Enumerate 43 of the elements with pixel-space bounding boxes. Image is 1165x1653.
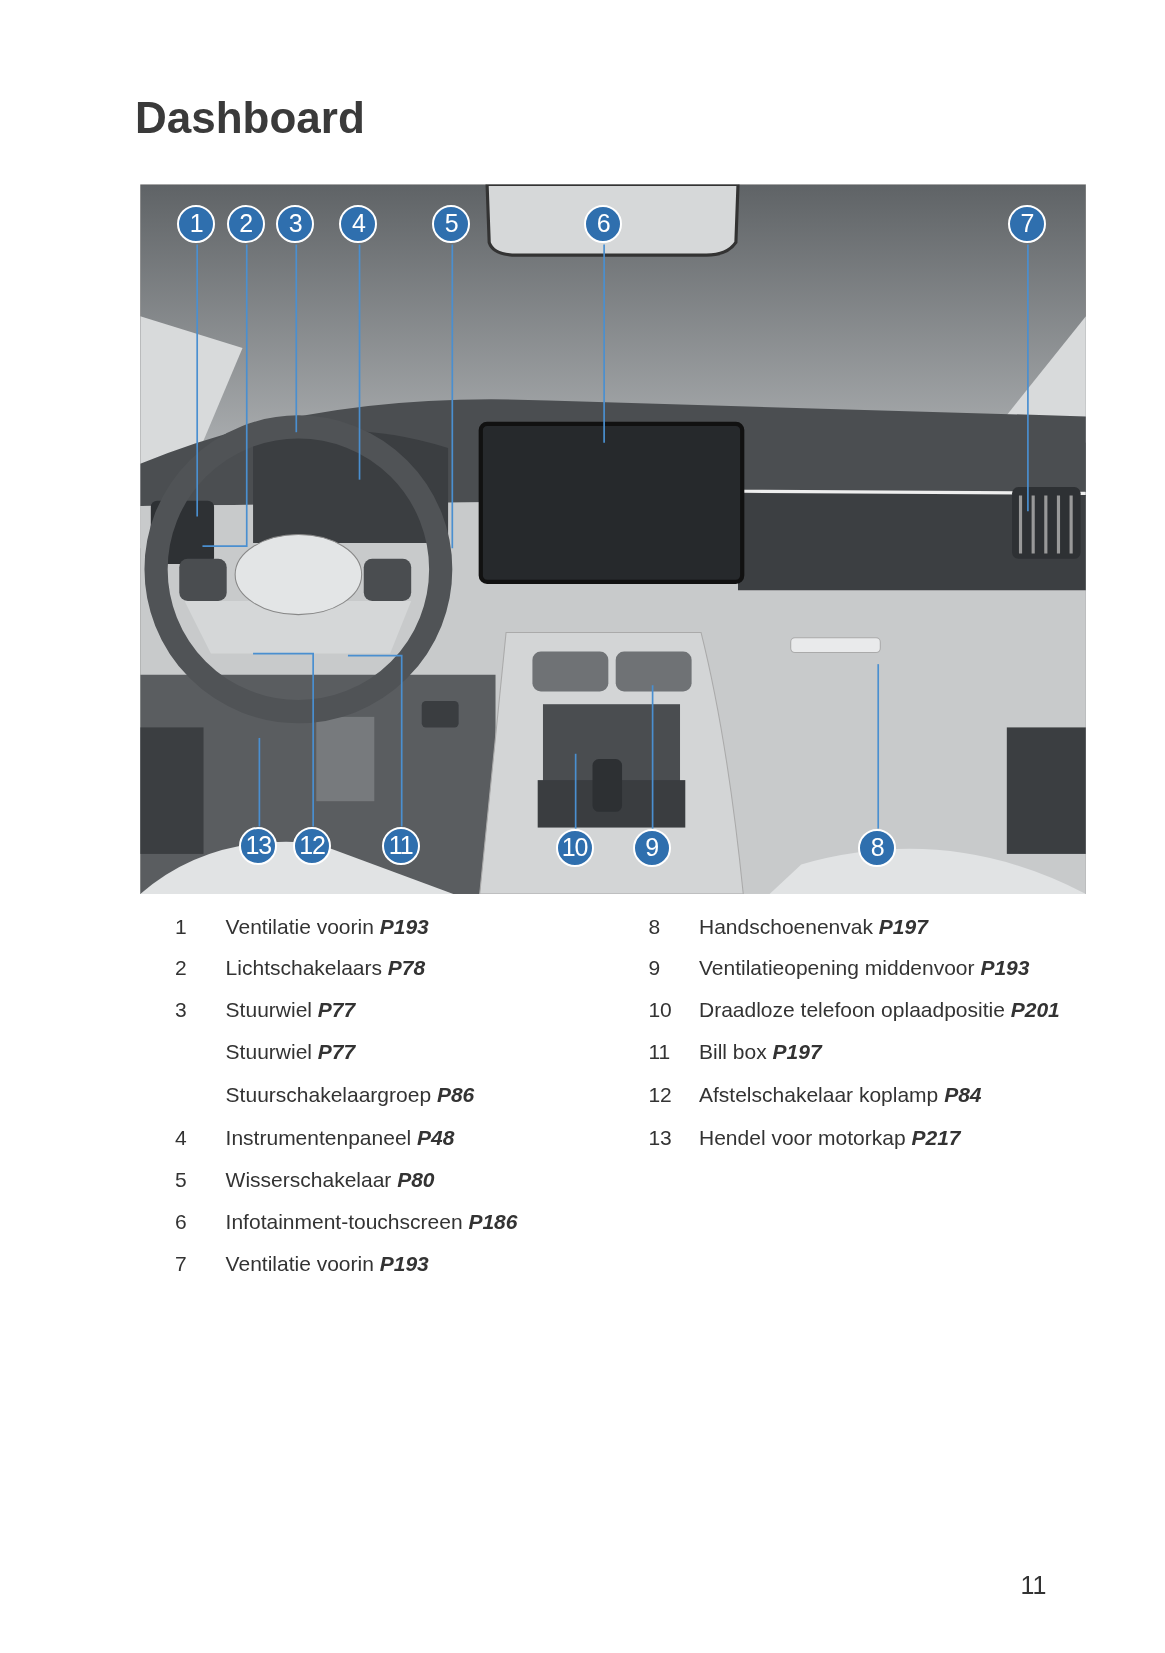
item-number: 8 [648, 915, 661, 937]
item-description: Ventilatie voorin P193 [225, 1253, 429, 1275]
item-description: Stuurschakelaargroep P86 [225, 1084, 475, 1106]
item-number: 13 [648, 1126, 672, 1148]
leader-line [347, 654, 403, 828]
leader-line [1027, 243, 1029, 513]
item-number: 6 [175, 1211, 187, 1232]
item-number: 10 [648, 999, 672, 1021]
leader-line [451, 243, 454, 550]
page-number: 11 [1020, 1572, 1047, 1598]
item-number: 3 [175, 999, 187, 1021]
item-description: Infotainment-touchscreen P186 [225, 1211, 518, 1232]
item-description: Wisserschakelaar P80 [225, 1168, 435, 1190]
item-number: 4 [175, 1126, 187, 1148]
item-number: 9 [648, 956, 661, 978]
item-number: 7 [175, 1253, 187, 1275]
item-description: Hendel voor motorkap P217 [699, 1126, 961, 1148]
leader-line [196, 243, 199, 518]
item-description: Bill box P197 [699, 1041, 822, 1063]
leader-line [877, 663, 880, 830]
item-number: 5 [175, 1168, 187, 1190]
item-description: Handschoenenvak P197 [699, 915, 928, 937]
item-number: 12 [648, 1084, 672, 1106]
leader-line [201, 243, 248, 547]
leader-line [651, 684, 654, 830]
leader-line [252, 652, 314, 828]
item-description: Ventilatieopening middenvoor P193 [699, 956, 1030, 978]
leader-line [258, 737, 261, 828]
item-description: Instrumentenpaneel P48 [225, 1126, 455, 1148]
item-number: 1 [175, 915, 187, 937]
item-description: Stuurwiel P77 [225, 999, 356, 1021]
item-description: Afstelschakelaar koplamp P84 [699, 1084, 982, 1106]
leader-line [574, 752, 577, 830]
item-number: 11 [648, 1041, 671, 1063]
item-number: 2 [175, 956, 187, 978]
item-description: Draadloze telefoon oplaadpositie P201 [699, 999, 1060, 1021]
leader-line [603, 243, 605, 444]
item-description: Lichtschakelaars P78 [225, 956, 426, 978]
leader-line [295, 243, 298, 434]
item-description: Ventilatie voorin P193 [225, 915, 429, 937]
item-description: Stuurwiel P77 [225, 1041, 356, 1063]
page-title: Dashboard [135, 96, 365, 140]
leader-line [358, 243, 361, 481]
